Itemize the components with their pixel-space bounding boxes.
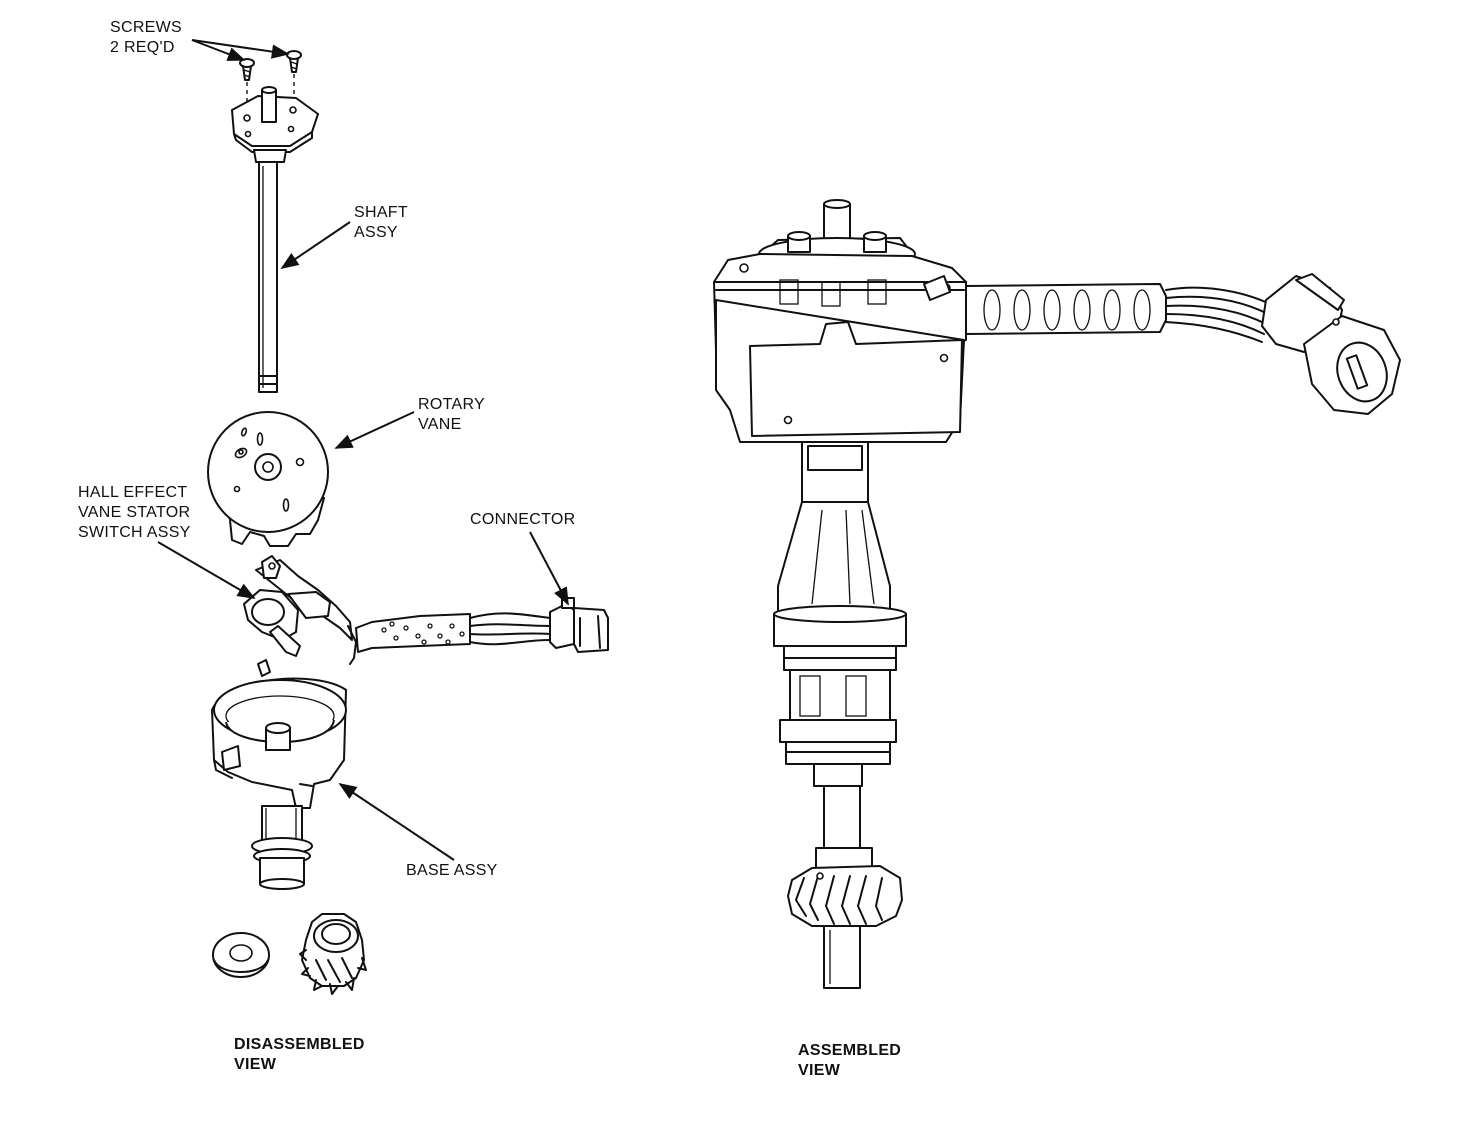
stator-switch bbox=[243, 555, 551, 665]
connector-label: CONNECTOR bbox=[470, 511, 576, 528]
screw-right bbox=[286, 50, 302, 108]
screws-label-line1: SCREWS bbox=[110, 19, 182, 36]
disassembled-label-line1: DISASSEMBLED bbox=[234, 1036, 365, 1053]
screws-label-line2: 2 REQ'D bbox=[110, 39, 175, 56]
assembled-label-line1: ASSEMBLED bbox=[798, 1042, 901, 1059]
rotary-label-line1: ROTARY bbox=[418, 396, 485, 413]
base-label: BASE ASSY bbox=[406, 862, 498, 879]
rotary-label-line2: VANE bbox=[418, 416, 462, 433]
assembled-distributor bbox=[713, 199, 1401, 989]
rotary-vane bbox=[207, 411, 329, 547]
screw-left bbox=[239, 58, 255, 118]
hall-label-line1: HALL EFFECT bbox=[78, 484, 187, 501]
hall-label-line2: VANE STATOR bbox=[78, 504, 190, 521]
drive-gear-small bbox=[299, 913, 367, 995]
leader-lines bbox=[157, 39, 569, 861]
disassembled-label-line2: VIEW bbox=[234, 1056, 277, 1073]
assembled-label-line2: VIEW bbox=[798, 1062, 841, 1079]
shaft-assembly bbox=[231, 86, 319, 393]
shaft-label-line1: SHAFT bbox=[354, 204, 408, 221]
washer bbox=[212, 932, 270, 978]
hall-label-line3: SWITCH ASSY bbox=[78, 524, 191, 541]
connector-small bbox=[549, 597, 609, 653]
base-assembly bbox=[211, 659, 347, 890]
shaft-label-line2: ASSY bbox=[354, 224, 398, 241]
